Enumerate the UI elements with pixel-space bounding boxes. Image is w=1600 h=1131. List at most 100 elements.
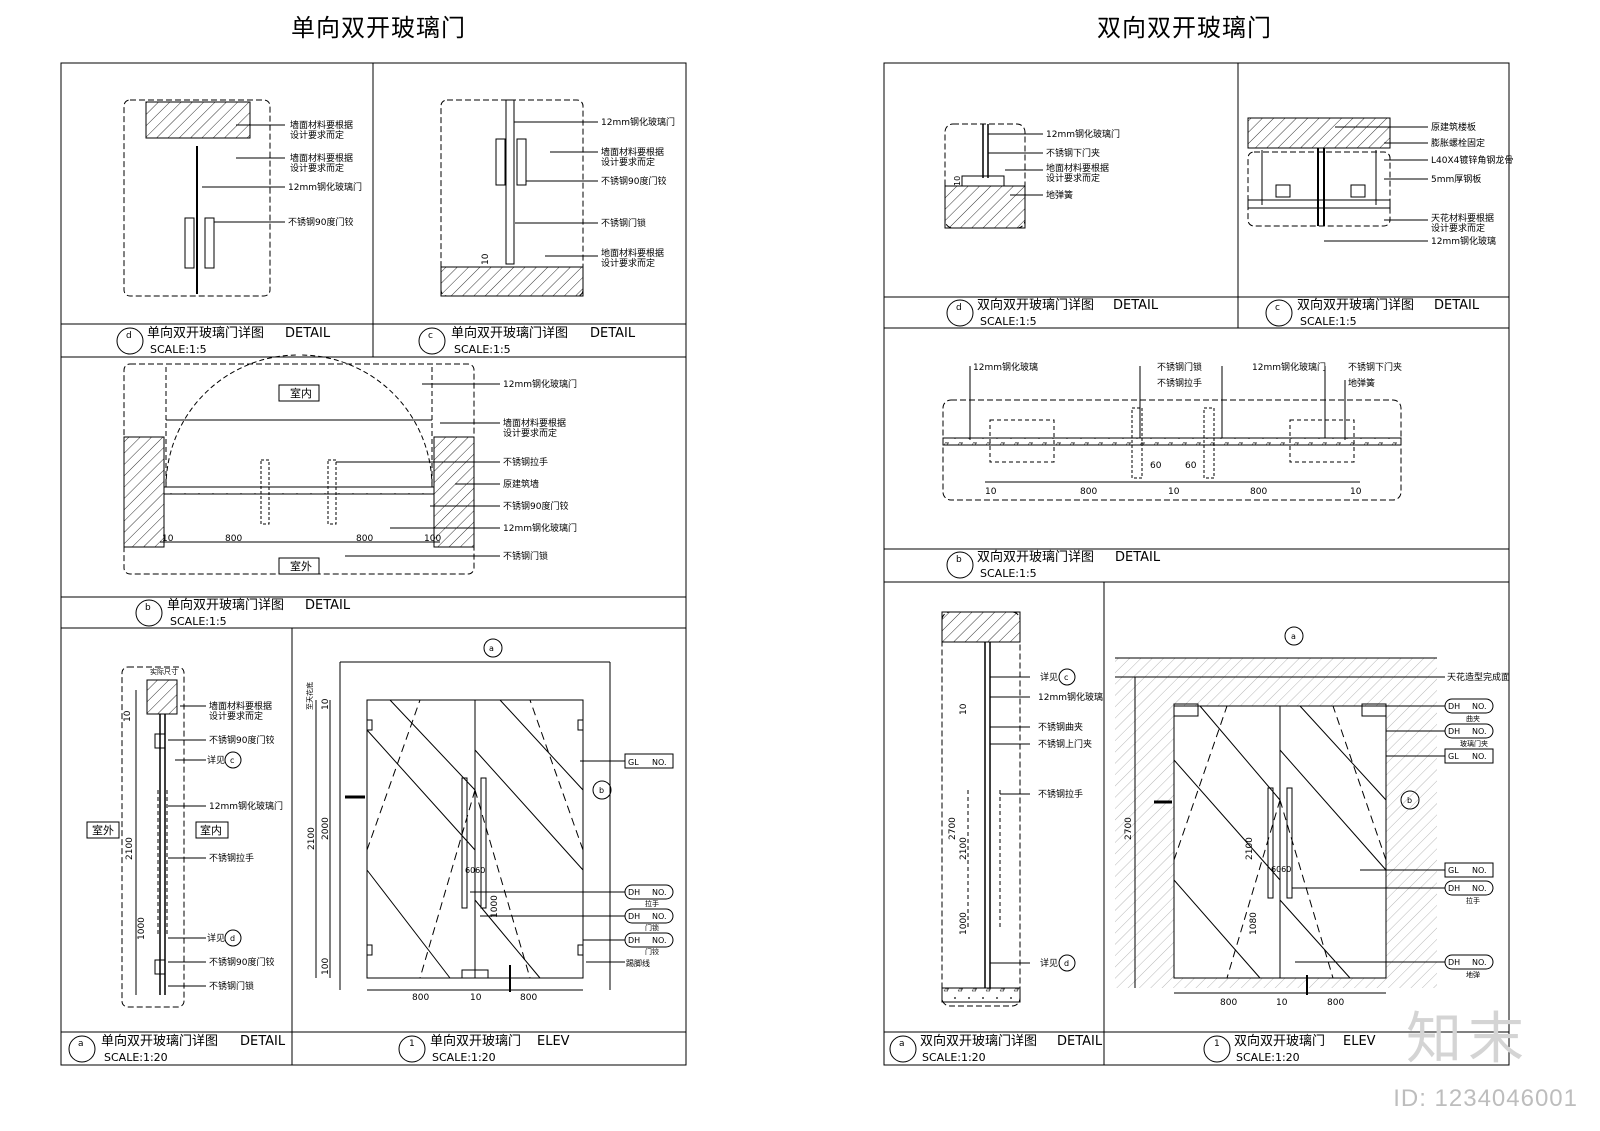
tag-bubble-R-1: [1203, 1035, 1231, 1063]
dim-6060-elev: 6060: [465, 866, 485, 875]
dim-2100-a: 2100: [125, 837, 135, 860]
tag-no-L3: NO.: [652, 912, 667, 921]
ref-b-Relev: b: [1407, 796, 1412, 805]
panel-scale-R-1: SCALE:1:20: [1236, 1051, 1300, 1064]
dim-2700-Ra: 2700: [948, 817, 958, 840]
panel-tag-R-1: 1: [1214, 1039, 1220, 1049]
label-hinge-a2: 不锈钢90度门铰: [209, 956, 274, 968]
dim-10-b: 10: [162, 534, 174, 544]
panel-scale-L-c: SCALE:1:5: [454, 343, 511, 356]
tag-no-R1: NO.: [1472, 702, 1487, 711]
dim-1000-Ra: 1000: [959, 912, 969, 935]
panel-en-L-a: DETAIL: [240, 1034, 286, 1049]
label-spring-Rd: 地弹簧: [1046, 189, 1073, 201]
label-lock-a: 不锈钢门锁: [209, 980, 254, 992]
label-handle-b: 不锈钢拉手: [503, 456, 548, 468]
label-top-height: 至天花底: [305, 682, 314, 710]
label-glass-Rc: 12mm钢化玻璃: [1431, 235, 1496, 247]
panel-tag-R-d: d: [956, 303, 962, 313]
label-wall-material-b: 墙面材料要根据: [290, 152, 353, 164]
dim-2100-elev: 2100: [307, 827, 317, 850]
dim-2100-Ra: 2100: [959, 837, 969, 860]
label-lock-c: 不锈钢门锁: [601, 217, 646, 229]
dim-1000-a: 1000: [137, 917, 147, 940]
label-lock-Rb: 不锈钢门锁: [1157, 361, 1202, 373]
tag-no-R4: NO.: [1472, 866, 1487, 875]
tag-dh-L3: DH: [628, 936, 640, 945]
dim-60-Rb1: 60: [1150, 461, 1162, 471]
dim-800-Rb2: 800: [1250, 487, 1267, 497]
panel-en-R-d: DETAIL: [1113, 298, 1159, 313]
label-wall-b2: 设计要求而定: [503, 427, 557, 439]
panel-en-R-c: DETAIL: [1434, 298, 1480, 313]
label-see-Ra2: 详见: [1040, 957, 1058, 969]
label-wall-orig-b: 原建筑墙: [503, 478, 539, 490]
panel-en-R-a: DETAIL: [1057, 1034, 1103, 1049]
panel-tag-L-1: 1: [409, 1039, 415, 1049]
panel-title-L-d: 单向双开玻璃门详图: [147, 325, 264, 341]
dim-800-Relev1: 800: [1220, 998, 1237, 1008]
dim-10-a: 10: [123, 710, 133, 722]
dim-60-Rb2: 60: [1185, 461, 1197, 471]
panel-en-L-b: DETAIL: [305, 598, 351, 613]
panel-scale-L-d: SCALE:1:5: [150, 343, 207, 356]
panel-scale-R-a: SCALE:1:20: [922, 1051, 986, 1064]
label-glass-Ra: 12mm钢化玻璃: [1038, 691, 1103, 703]
panel-en-L-c: DETAIL: [590, 326, 636, 341]
label-hinge-a: 不锈钢90度门铰: [209, 734, 274, 746]
label-keel-Rc: L40X4镀锌角钢龙骨: [1431, 154, 1513, 166]
panel-en-R-1: ELEV: [1343, 1034, 1376, 1049]
tag-bubble-L-a: [68, 1035, 96, 1063]
watermark-logo: 知末: [1406, 1007, 1530, 1072]
tag-gl-L: GL: [628, 758, 639, 767]
panel-tag-L-d: d: [126, 331, 132, 341]
label-see-a: 详见: [207, 754, 225, 766]
panel-scale-L-b: SCALE:1:5: [170, 615, 227, 628]
label-outdoor-a: 室外: [92, 823, 114, 837]
label-floor-c: 地面材料要根据: [601, 247, 664, 259]
ref-b-elev: b: [599, 786, 604, 795]
dim-1080-Relev: 1080: [1249, 912, 1259, 935]
panel-scale-L-a: SCALE:1:20: [104, 1051, 168, 1064]
right-sheet-frame: [883, 62, 1510, 1066]
dim-800-Rb1: 800: [1080, 487, 1097, 497]
left-sheet-title: 单向双开玻璃门: [291, 14, 466, 42]
panel-en-L-d: DETAIL: [285, 326, 331, 341]
tag-no-R2: NO.: [1472, 727, 1487, 736]
ref-c-Ra: c: [1064, 673, 1068, 682]
tag-gl-R: GL: [1448, 752, 1459, 761]
dim-10-Relev: 10: [1276, 998, 1288, 1008]
label-wall-c2: 设计要求而定: [601, 156, 655, 168]
label-glass-a: 12mm钢化玻璃门: [209, 800, 283, 812]
tag-pull-L: 拉手: [645, 899, 659, 908]
tag-pull-R: 拉手: [1466, 896, 1480, 905]
label-hinge-b: 不锈钢90度门铰: [503, 500, 568, 512]
label-curve-Ra: 不锈钢曲夹: [1038, 721, 1083, 733]
panel-title-R-b: 双向双开玻璃门详图: [977, 549, 1094, 565]
panel-title-L-a: 单向双开玻璃门详图: [101, 1033, 218, 1049]
label-hinge: 不锈钢90度门铰: [288, 216, 353, 228]
panel-tag-R-b: b: [956, 555, 962, 565]
label-floor-Rd: 地面材料要根据: [1046, 162, 1109, 174]
ref-d-Ra: d: [1064, 959, 1069, 968]
dim-6060-Relev: 6060: [1271, 865, 1291, 874]
label-glass-c: 12mm钢化玻璃门: [601, 116, 675, 128]
panel-tag-L-b: b: [145, 603, 151, 613]
dim-2700-Relev: 2700: [1124, 817, 1134, 840]
panel-scale-R-b: SCALE:1:5: [980, 567, 1037, 580]
tag-kick-L: 踢脚线: [626, 958, 650, 968]
label-lock-b: 不锈钢门锁: [503, 550, 548, 562]
label-plate-Rc: 5mm厚钢板: [1431, 173, 1481, 185]
panel-title-R-a: 双向双开玻璃门详图: [920, 1033, 1037, 1049]
tag-gl-R2: GL: [1448, 866, 1459, 875]
label-floor-Rd2: 设计要求而定: [1046, 172, 1100, 184]
label-tclamp-Ra: 不锈钢上门夹: [1038, 738, 1092, 750]
panel-tag-L-c: c: [428, 331, 433, 341]
label-glass-Rb2: 12mm钢化玻璃门: [1252, 361, 1326, 373]
tag-bubble-R-a: [889, 1035, 917, 1063]
dim-10-Rb2: 10: [1168, 487, 1180, 497]
ref-c-a: c: [230, 756, 234, 765]
label-spring-Rb: 地弹簧: [1348, 377, 1375, 389]
tag-curve-R: 曲夹: [1466, 714, 1480, 723]
